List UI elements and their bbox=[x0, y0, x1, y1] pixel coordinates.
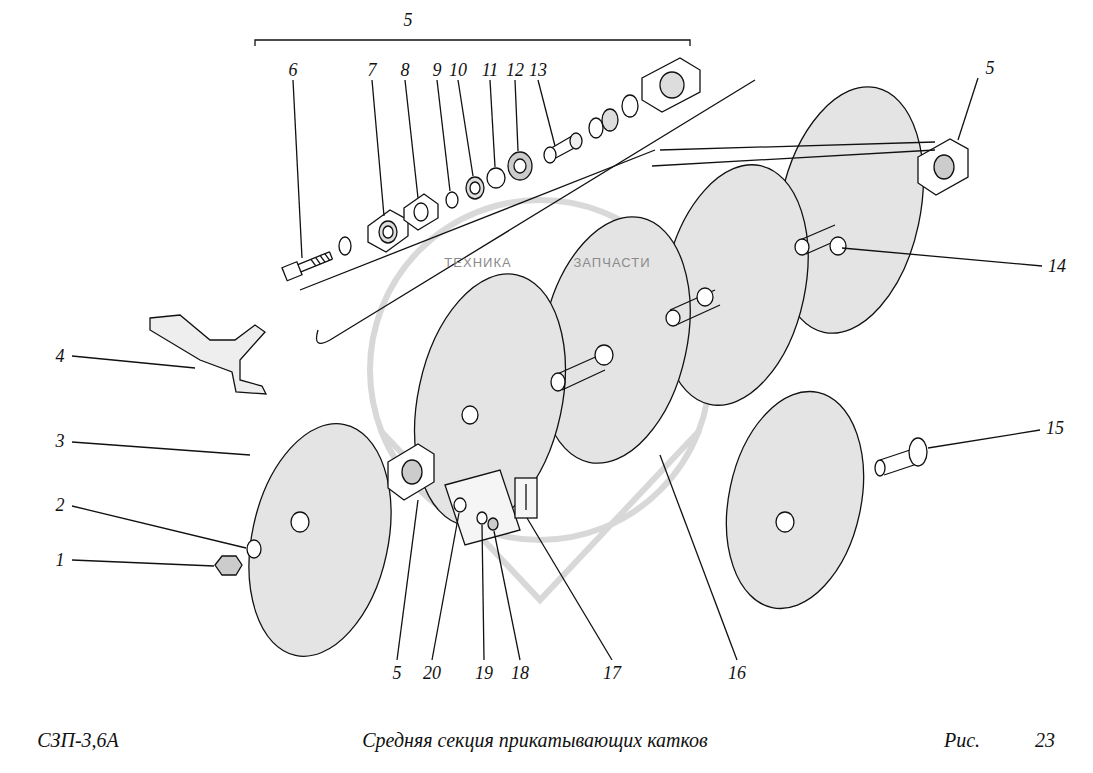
bracket-number: 5 bbox=[404, 11, 413, 29]
callout-number: 9 bbox=[433, 61, 442, 79]
callout-number: 6 bbox=[289, 61, 298, 79]
callout-number: 5 bbox=[986, 59, 995, 77]
callout-number: 2 bbox=[56, 496, 65, 514]
figure-number: 23 bbox=[1035, 730, 1055, 750]
model-code: СЗП-3,6А bbox=[37, 730, 119, 750]
watermark-text: ЗАПЧАСТИ bbox=[573, 256, 650, 269]
callout-number: 18 bbox=[511, 664, 529, 682]
callout-number: 14 bbox=[1048, 257, 1066, 275]
callout-number: 5 bbox=[393, 664, 402, 682]
callout-number: 17 bbox=[603, 664, 621, 682]
callout-number: 15 bbox=[1046, 419, 1064, 437]
callout-number: 16 bbox=[728, 664, 746, 682]
callout-number: 8 bbox=[401, 61, 410, 79]
callout-number: 11 bbox=[482, 61, 499, 79]
callout-number: 3 bbox=[56, 432, 65, 450]
callout-number: 4 bbox=[56, 347, 65, 365]
callout-number: 12 bbox=[506, 61, 524, 79]
figure-label: Рис. bbox=[944, 730, 980, 750]
callout-number: 7 bbox=[368, 61, 377, 79]
watermark-text: ТЕХНИКА bbox=[444, 256, 511, 269]
callout-number: 19 bbox=[475, 664, 493, 682]
callout-number: 20 bbox=[423, 664, 441, 682]
sheet-title: Средняя секция прикатывающих катков bbox=[362, 729, 708, 752]
callout-number: 10 bbox=[449, 61, 467, 79]
callout-number: 13 bbox=[529, 61, 547, 79]
callout-number: 1 bbox=[56, 551, 65, 569]
